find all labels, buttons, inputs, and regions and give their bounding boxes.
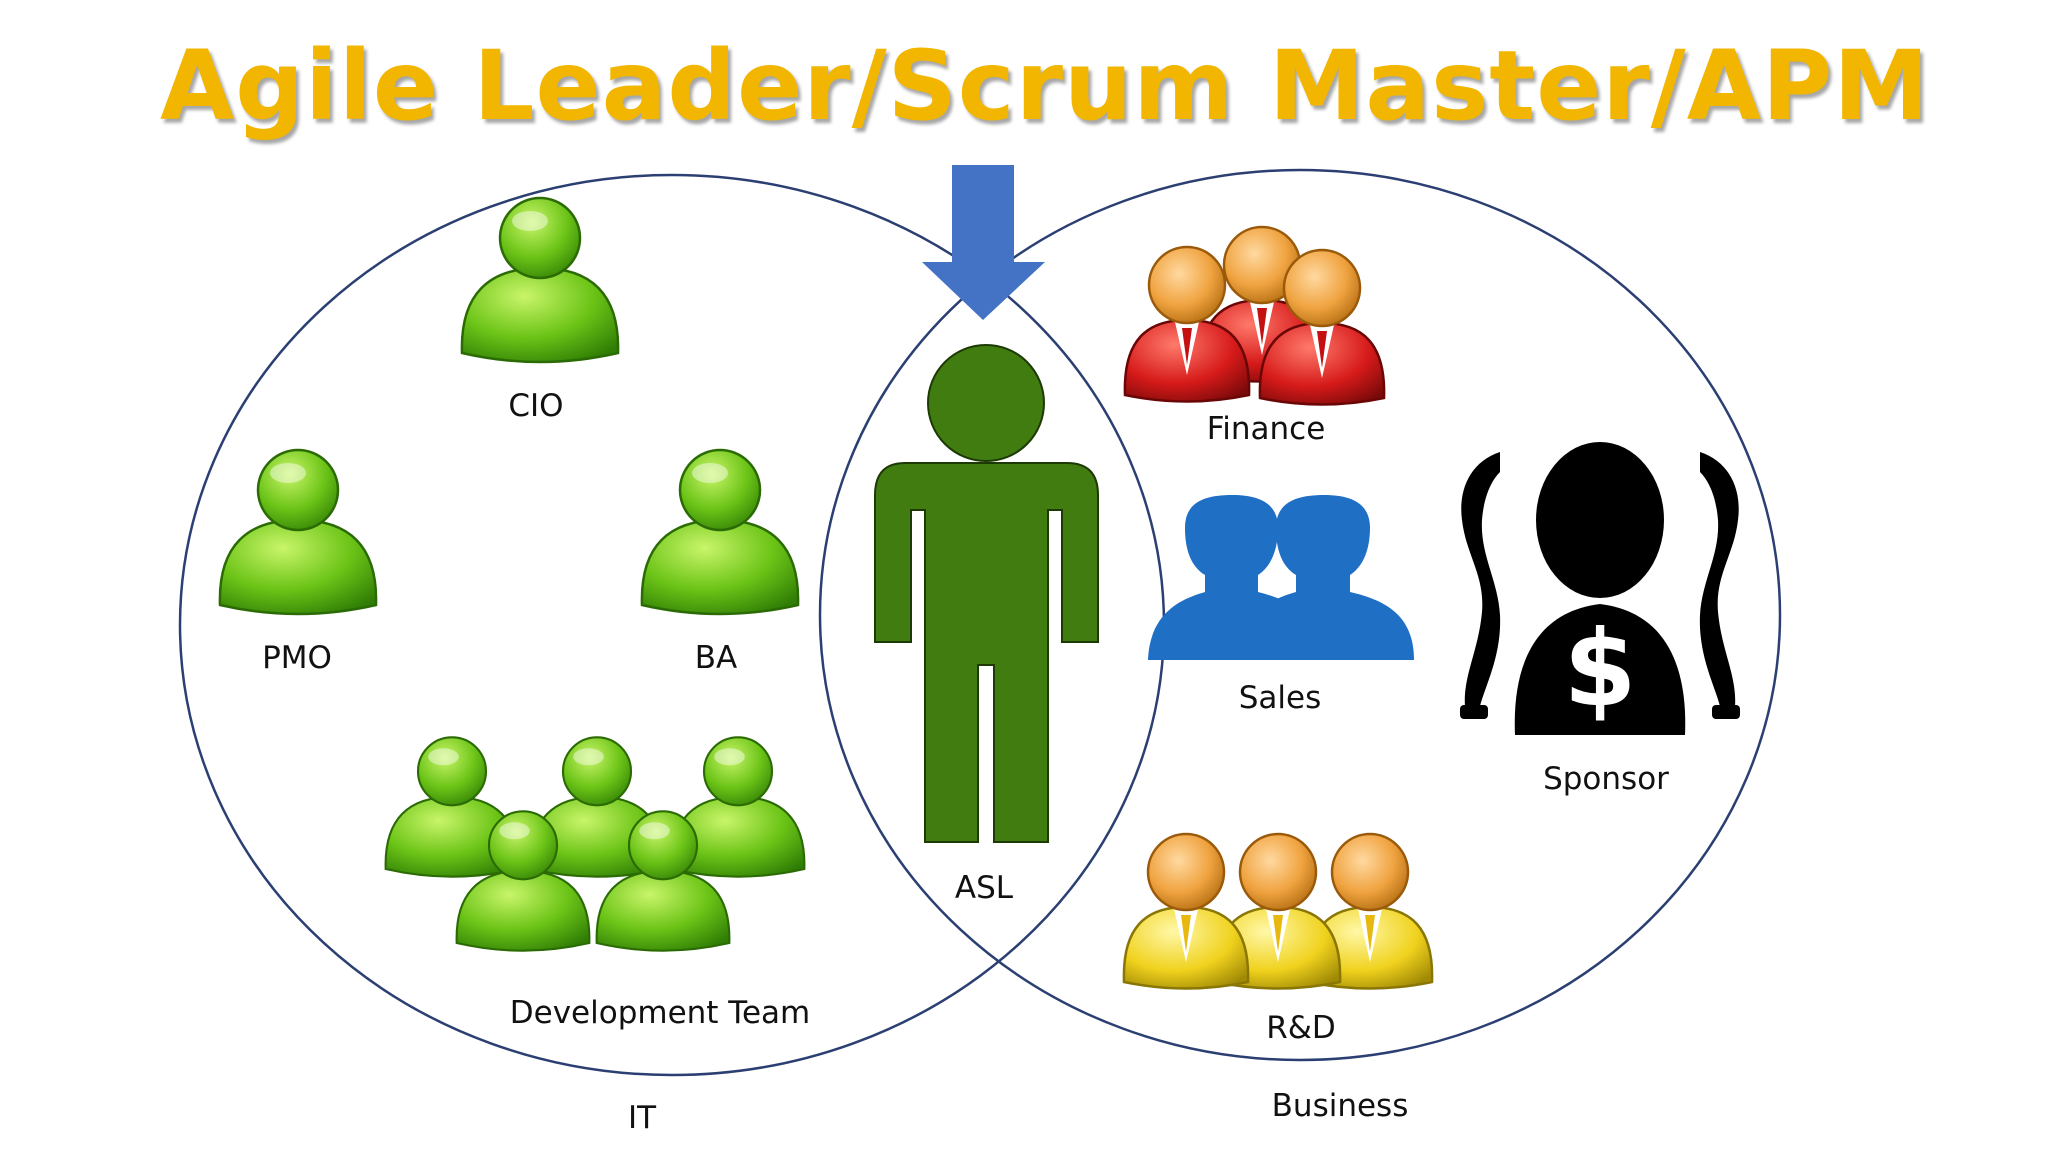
- yellow-business-people-icon: [1122, 832, 1434, 990]
- sponsor-label: Sponsor: [1543, 761, 1669, 797]
- development-team-label: Development Team: [509, 995, 811, 1031]
- business-circle: [818, 168, 1782, 1062]
- green-people-group-icon: [384, 736, 806, 952]
- blue-people-icon: [1148, 495, 1414, 660]
- red-business-people-icon: [1123, 225, 1386, 406]
- page-title: Agile Leader/Scrum Master/APM: [160, 30, 1930, 142]
- finance-label: Finance: [1206, 411, 1326, 447]
- pmo-label: PMO: [262, 640, 332, 676]
- asl-label: ASL: [954, 870, 1014, 906]
- business-label: Business: [1271, 1088, 1409, 1124]
- cio-label: CIO: [508, 388, 564, 424]
- svg-text:$: $: [1563, 608, 1636, 730]
- sales-label: Sales: [1238, 680, 1322, 716]
- standing-person-icon: [874, 344, 1099, 843]
- pmo-green-person-icon: [218, 448, 378, 616]
- ba-label: BA: [694, 640, 738, 676]
- it-label: IT: [627, 1100, 657, 1136]
- sponsor-dollar-icon: $: [1460, 442, 1740, 735]
- ba-green-person-icon: [640, 448, 800, 616]
- down-arrow-icon: [922, 165, 1045, 320]
- cio-green-person-icon: [460, 196, 620, 364]
- rnd-label: R&D: [1266, 1010, 1336, 1046]
